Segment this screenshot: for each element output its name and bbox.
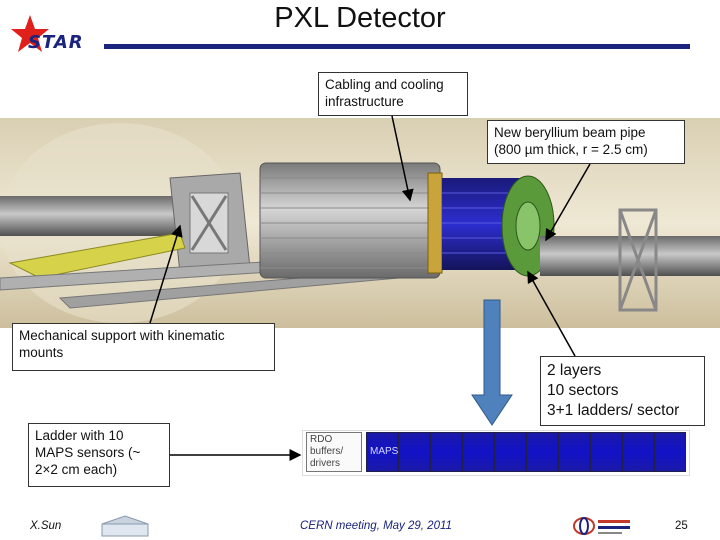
maps-sensor (398, 432, 430, 472)
page-number: 25 (675, 520, 688, 532)
detector-illustration (0, 118, 720, 328)
beampipe-callout: New beryllium beam pipe (800 µm thick, r… (487, 120, 685, 164)
maps-sensor-row (366, 432, 686, 472)
layers-count: 2 layers (547, 362, 602, 379)
rdo-line-1: RDO (310, 434, 333, 445)
ladder-callout: Ladder with 10 MAPS sensors (~ 2×2 cm ea… (28, 423, 170, 487)
maps-sensor (494, 432, 526, 472)
maps-sensor (622, 432, 654, 472)
maps-sensor (430, 432, 462, 472)
footer-meeting: CERN meeting, May 29, 2011 (300, 520, 452, 532)
cabling-callout: Cabling and cooling infrastructure (318, 72, 468, 116)
office-of-science-logo-icon (573, 517, 630, 535)
star-logo-icon (11, 15, 49, 52)
rdo-line-3: drivers (310, 458, 341, 469)
maps-sensor (558, 432, 590, 472)
beampipe-line-1: New beryllium beam pipe (494, 125, 646, 140)
star-logo-text: STAR (28, 32, 84, 53)
rdo-line-2: buffers/ (310, 446, 344, 457)
beampipe-line-2: (800 µm thick, r = 2.5 cm) (494, 142, 648, 157)
maps-sensor (462, 432, 494, 472)
mechanical-support-callout: Mechanical support with kinematic mounts (12, 323, 275, 371)
sectors-count: 10 sectors (547, 382, 619, 399)
footer-author: X.Sun (30, 520, 62, 532)
institution-logo-icon (101, 515, 149, 537)
title-underline (104, 44, 690, 49)
maps-label: MAPS (370, 446, 399, 457)
maps-sensor (590, 432, 622, 472)
maps-sensor (654, 432, 686, 472)
layers-summary-box: 2 layers 10 sectors 3+1 ladders/ sector (540, 356, 705, 426)
maps-sensor (526, 432, 558, 472)
page-title: PXL Detector (274, 2, 446, 34)
ladders-per-sector: 3+1 ladders/ sector (547, 402, 680, 419)
rdo-buffers-drivers-block: RDO buffers/ drivers (306, 432, 362, 472)
maps-sensor (366, 432, 398, 472)
